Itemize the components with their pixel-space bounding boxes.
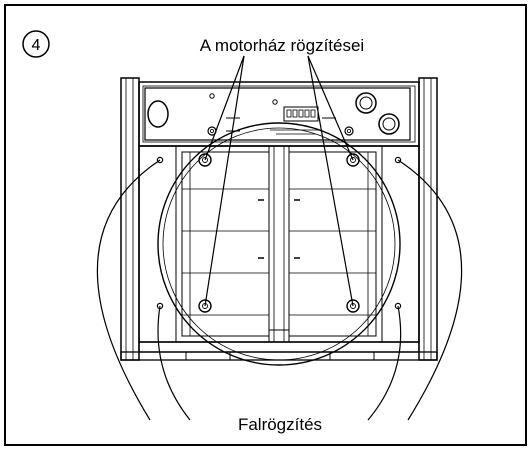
wall-fixing-label: Falrögzítés bbox=[238, 415, 322, 434]
ventilation-unit bbox=[120, 77, 438, 366]
step-badge bbox=[22, 30, 50, 58]
step-number: 4 bbox=[32, 37, 41, 54]
leader-lines bbox=[96, 55, 463, 421]
motor-housing-fixings-label: A motorház rögzítései bbox=[200, 36, 364, 55]
outer-border bbox=[4, 4, 527, 446]
